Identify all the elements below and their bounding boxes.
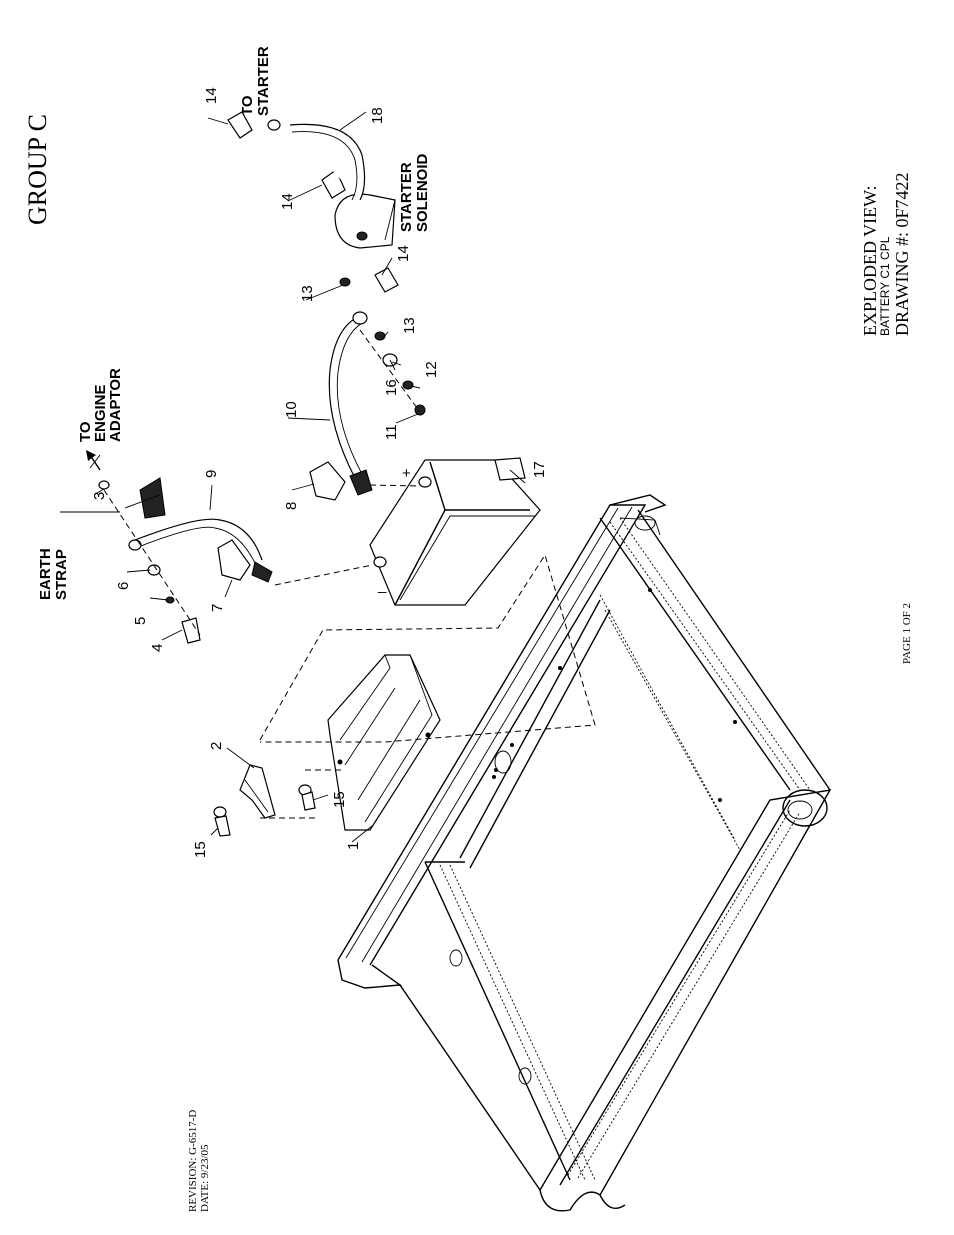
callout-10: 10 bbox=[283, 401, 300, 418]
label-to-engine-adaptor: TO ENGINE ADAPTOR bbox=[77, 368, 124, 442]
earth-strap-cable bbox=[124, 477, 273, 583]
callout-8: 8 bbox=[283, 502, 300, 510]
callout-4: 4 bbox=[149, 644, 166, 652]
to-engine-line-3: ADAPTOR bbox=[107, 368, 124, 442]
solenoid-line-2: SOLENOID bbox=[414, 153, 431, 232]
starter-solenoid bbox=[334, 193, 396, 249]
callout-9: 9 bbox=[203, 470, 220, 478]
callout-1: 1 bbox=[345, 842, 362, 850]
revision-block: REVISION: G-6517-D DATE: 9/23/05 bbox=[187, 1110, 211, 1212]
starter-cable bbox=[267, 119, 366, 201]
callout-15a: 15 bbox=[192, 841, 209, 858]
callouts: 1 2 3 4 5 6 7 8 9 10 11 12 13 13 14 14 1… bbox=[91, 87, 548, 858]
frame-hole bbox=[518, 1067, 532, 1085]
leader-lines bbox=[60, 111, 526, 843]
negative-terminal bbox=[373, 556, 387, 568]
callout-6: 6 bbox=[115, 582, 132, 590]
frame-hole bbox=[449, 949, 463, 967]
title-view: EXPLODED VIEW: bbox=[860, 186, 880, 336]
frame-hole bbox=[494, 750, 512, 774]
title-subject: BATTERY C1 CPL bbox=[878, 236, 892, 336]
chassis-frame bbox=[337, 494, 832, 1212]
callout-5: 5 bbox=[132, 617, 149, 625]
callout-7: 7 bbox=[209, 604, 226, 612]
revision-date: DATE: 9/23/05 bbox=[199, 1144, 211, 1212]
label-starter-solenoid: STARTER SOLENOID bbox=[398, 153, 431, 232]
hold-down-clamp bbox=[239, 764, 276, 819]
callout-17: 17 bbox=[531, 461, 548, 478]
callout-13a: 13 bbox=[299, 285, 316, 302]
callout-14b: 14 bbox=[279, 193, 296, 210]
positive-cable bbox=[328, 311, 373, 496]
title-block: EXPLODED VIEW: BATTERY C1 CPL DRAWING #:… bbox=[860, 172, 912, 336]
negative-sign: _ bbox=[377, 577, 387, 594]
positive-terminal bbox=[418, 476, 432, 488]
to-engine-line-1: TO bbox=[77, 421, 94, 442]
label-earth-strap: EARTH STRAP bbox=[37, 548, 70, 600]
label-to-starter: TO STARTER bbox=[239, 46, 272, 116]
title-drawing-number: DRAWING #: 0F7422 bbox=[892, 172, 912, 336]
callout-16: 16 bbox=[383, 379, 400, 396]
callout-18: 18 bbox=[369, 107, 386, 124]
earth-strap-line-2: STRAP bbox=[53, 549, 70, 600]
battery-tray bbox=[327, 654, 441, 831]
earth-strap-line-1: EARTH bbox=[37, 548, 54, 600]
callout-11: 11 bbox=[383, 424, 400, 440]
solenoid-line-1: STARTER bbox=[398, 162, 415, 232]
callout-3: 3 bbox=[91, 492, 108, 500]
terminal-cover-7 bbox=[217, 539, 251, 581]
callout-14c: 14 bbox=[395, 245, 412, 262]
battery: + _ bbox=[369, 457, 541, 606]
callout-14a: 14 bbox=[203, 87, 220, 104]
callout-15b: 15 bbox=[331, 791, 348, 808]
revision-text: REVISION: G-6517-D bbox=[187, 1110, 199, 1212]
to-starter-line-2: STARTER bbox=[255, 46, 272, 116]
terminal-cover-8 bbox=[309, 461, 346, 501]
page-number: PAGE 1 OF 2 bbox=[901, 603, 913, 664]
positive-sign: + bbox=[402, 465, 411, 482]
arrow-head-icon bbox=[86, 450, 96, 461]
callout-2: 2 bbox=[208, 742, 225, 750]
group-title: GROUP C bbox=[23, 114, 52, 225]
callout-12: 12 bbox=[423, 361, 440, 378]
to-starter-line-1: TO bbox=[239, 95, 256, 116]
callout-13b: 13 bbox=[401, 317, 418, 334]
to-engine-line-2: ENGINE bbox=[92, 384, 109, 442]
